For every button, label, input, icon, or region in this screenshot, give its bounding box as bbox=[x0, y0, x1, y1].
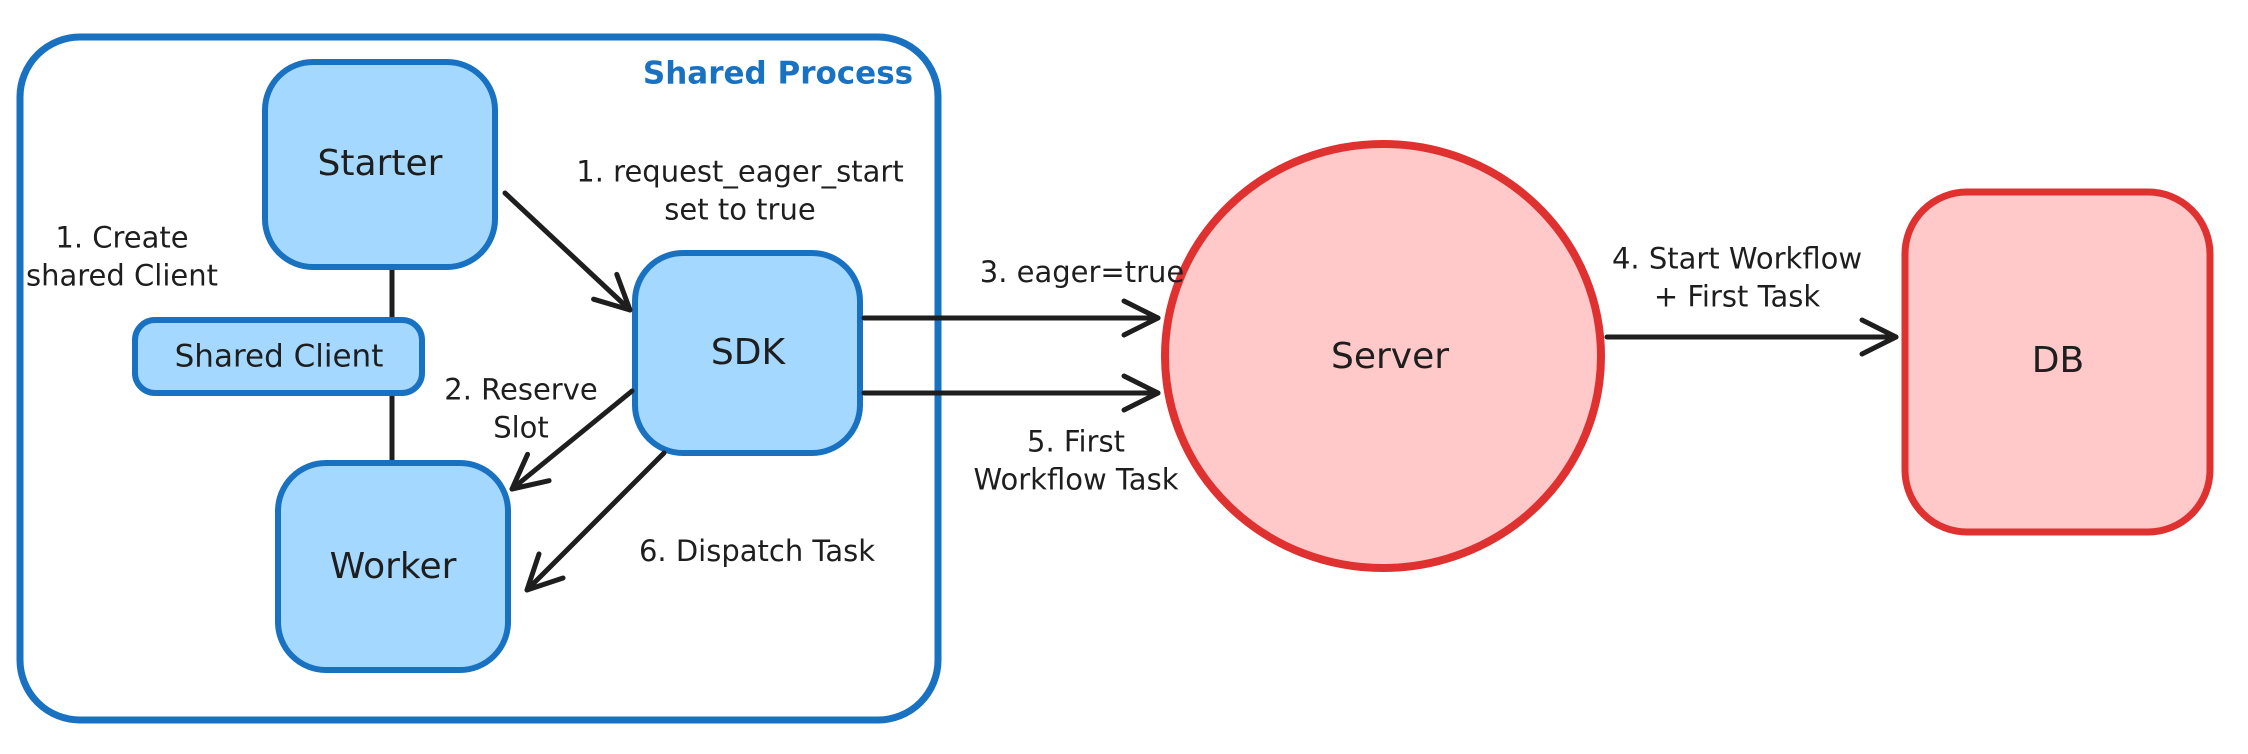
db-node bbox=[1901, 188, 2214, 536]
server-node-label: Server bbox=[1330, 336, 1450, 378]
annotation-line: 5. First bbox=[1027, 424, 1125, 459]
db-node-label: DB bbox=[2031, 340, 2085, 382]
annotation-line: 1. Create bbox=[55, 220, 189, 255]
annotation-reserve-slot: 2. Reserve Slot bbox=[444, 371, 597, 448]
arrow-sdk-to-worker-dispatch-task bbox=[524, 450, 667, 593]
annotation-line: set to true bbox=[664, 193, 816, 227]
annotation-line: shared Client bbox=[26, 259, 218, 293]
annotation-line: 2. Reserve bbox=[444, 372, 598, 407]
annotation-create-shared-client: 1. Create shared Client bbox=[26, 219, 218, 296]
shared-process-container bbox=[16, 33, 942, 724]
arrow-starter-to-sdk bbox=[502, 190, 633, 313]
annotation-line: + First Task bbox=[1653, 280, 1821, 314]
sdk-node bbox=[632, 250, 863, 456]
arrow-sdk-to-worker-reserve-slot bbox=[509, 388, 635, 492]
shared-client-node-label: Shared Client bbox=[174, 338, 384, 375]
starter-node bbox=[262, 59, 498, 270]
annotation-dispatch-task: 6. Dispatch Task bbox=[638, 533, 876, 568]
annotation-line: Workflow Task bbox=[973, 463, 1179, 497]
annotation-line: 1. request_eager_start bbox=[576, 154, 904, 189]
worker-node-label: Worker bbox=[329, 546, 457, 588]
annotation-start-workflow: 4. Start Workflow + First Task bbox=[1612, 240, 1862, 317]
starter-node-label: Starter bbox=[317, 143, 443, 185]
worker-node bbox=[275, 460, 511, 673]
annotation-first-workflow-task: 5. First Workflow Task bbox=[974, 423, 1179, 500]
sdk-node-label: SDK bbox=[710, 332, 786, 374]
shared-process-label: Shared Process bbox=[642, 55, 914, 92]
annotation-request-eager-start: 1. request_eager_start set to true bbox=[576, 153, 903, 230]
server-node bbox=[1161, 140, 1605, 572]
shared-client-node bbox=[132, 317, 425, 396]
annotation-line: 4. Start Workflow bbox=[1611, 241, 1863, 276]
annotation-eager-true: 3. eager=true bbox=[979, 254, 1185, 289]
annotation-line: Slot bbox=[493, 411, 549, 445]
